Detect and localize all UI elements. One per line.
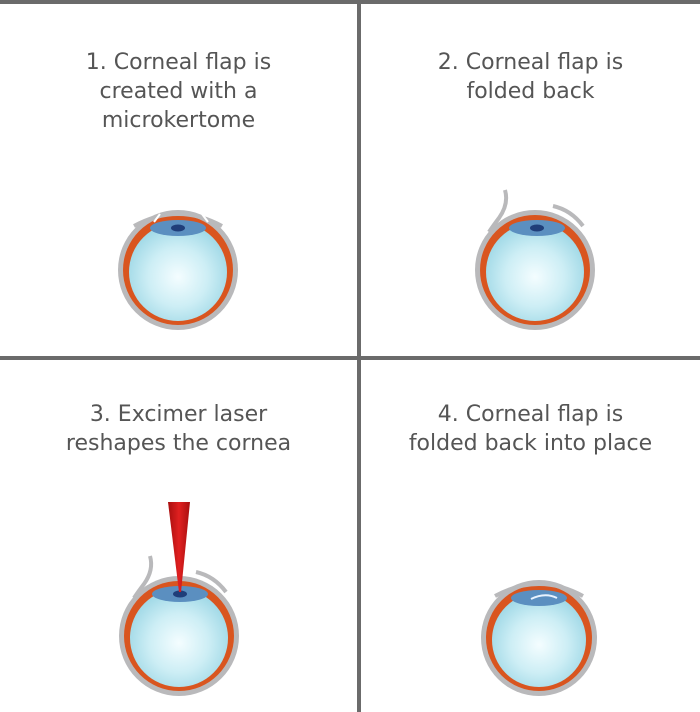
step-2-panel: 2. Corneal flap is folded back (361, 4, 700, 356)
caption-line: 3. Excimer laser (0, 400, 357, 429)
caption-line: 1. Corneal flap is (0, 48, 357, 77)
eye-cross-section-icon (108, 192, 248, 332)
step-1-caption: 1. Corneal flap is created with a microk… (0, 48, 357, 135)
caption-line: folded back into place (361, 429, 700, 458)
pupil-shape (530, 225, 544, 232)
iris-shape (511, 590, 567, 606)
eye-cross-section-icon (469, 568, 609, 698)
caption-line: folded back (361, 77, 700, 106)
eye-cross-section-icon (104, 432, 254, 698)
caption-line: created with a (0, 77, 357, 106)
step-4-caption: 4. Corneal flap is folded back into plac… (361, 400, 700, 458)
vitreous-shape (486, 223, 584, 321)
step-4-panel: 4. Corneal flap is folded back into plac… (361, 360, 700, 712)
vitreous-shape (129, 223, 227, 321)
eye-cross-section-icon (465, 182, 605, 332)
step-2-caption: 2. Corneal flap is folded back (361, 48, 700, 106)
caption-line: 4. Corneal flap is (361, 400, 700, 429)
pupil-shape (171, 225, 185, 232)
caption-line: microkertome (0, 106, 357, 135)
step-3-panel: 3. Excimer laser reshapes the cornea (0, 360, 357, 712)
caption-line: 2. Corneal flap is (361, 48, 700, 77)
step-1-panel: 1. Corneal flap is created with a microk… (0, 4, 357, 356)
vitreous-shape (130, 589, 228, 687)
vitreous-shape (492, 593, 586, 687)
